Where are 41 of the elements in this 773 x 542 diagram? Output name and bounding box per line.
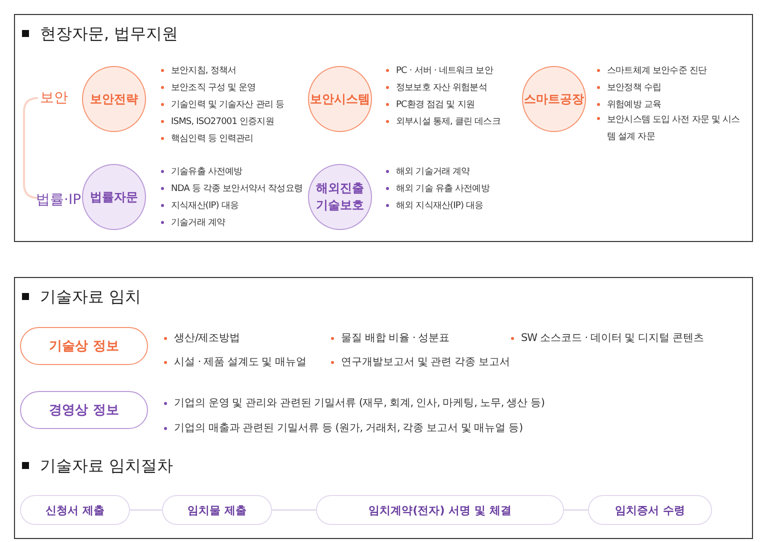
bullet-item: 위험예방 교육: [596, 98, 662, 111]
bullet-item: 생산/제조방법: [163, 331, 240, 345]
category-label: 법률·IP: [36, 191, 82, 209]
bullet-item: 시설 · 제품 설계도 및 매뉴얼: [163, 355, 307, 369]
section-heading: 기술자료 임치: [22, 287, 142, 308]
bullet-item: PC환경 점검 및 지원: [385, 98, 474, 111]
bullet-item: SW 소스코드 · 데이터 및 디지털 콘텐츠: [510, 331, 704, 345]
bullet-item: 해외 기술 유출 사전예방: [385, 182, 490, 195]
connector-line: [130, 509, 162, 511]
bullet-item: 기술유출 사전예방: [160, 165, 242, 178]
bullet-item: 지식재산(IP) 대응: [160, 199, 239, 212]
bullet-item: 연구개발보고서 및 관련 각종 보고서: [330, 355, 510, 369]
bullet-item: 기술인력 및 기술자산 관리 등: [160, 98, 284, 111]
process-step: 신청서 제출: [20, 495, 130, 525]
section-heading: 현장자문, 법무지원: [22, 24, 178, 45]
connector-line: [564, 509, 588, 511]
bullet-item: 보안지침, 정책서: [160, 64, 236, 77]
bullet-item: 기술거래 계약: [160, 216, 226, 229]
bullet-item: 외부시설 통제, 클린 데스크: [385, 115, 500, 128]
bullet-item: 기업의 운영 및 관리와 관련된 기밀서류 (재무, 회계, 인사, 마케팅, 노무, 생산 등): [163, 396, 544, 410]
bullet-item: 해외 지식재산(IP) 대응: [385, 199, 484, 212]
process-step: 임치물 제출: [162, 495, 272, 525]
bullet-item: 보안시스템 도입 사전 자문 및 시스템 설계 자문: [596, 112, 747, 146]
process-step: 임치계약(전자) 서명 및 체결: [316, 495, 564, 525]
connector-line: [272, 509, 316, 511]
bullet-item: 물질 배합 비율 · 성분표: [330, 331, 450, 345]
bullet-item: 핵심인력 등 인력관리: [160, 132, 254, 145]
bullet-item: 정보보호 자산 위험분석: [385, 81, 487, 94]
bullet-item: NDA 등 각종 보안서약서 작성요령: [160, 182, 303, 195]
bullet-item: PC · 서버 · 네트워크 보안: [385, 64, 493, 77]
bullet-item: 기업의 매출과 관련된 기밀서류 등 (원가, 거래처, 각종 보고서 및 매뉴얼 등): [163, 421, 523, 435]
bullet-item: 스마트체계 보안수준 진단: [596, 64, 707, 77]
process-step: 임치증서 수령: [588, 495, 712, 525]
bullet-item: 보안정책 수립: [596, 81, 662, 94]
category-pill: 경영상 정보: [20, 391, 148, 429]
category-pill: 기술상 정보: [20, 327, 148, 365]
bullet-item: ISMS, ISO27001 인증지원: [160, 115, 274, 128]
bullet-item: 보안조직 구성 및 운영: [160, 81, 256, 94]
section-heading: 기술자료 임치절차: [22, 456, 174, 477]
category-label: 보안: [40, 89, 68, 107]
bullet-item: 해외 기술거래 계약: [385, 165, 470, 178]
